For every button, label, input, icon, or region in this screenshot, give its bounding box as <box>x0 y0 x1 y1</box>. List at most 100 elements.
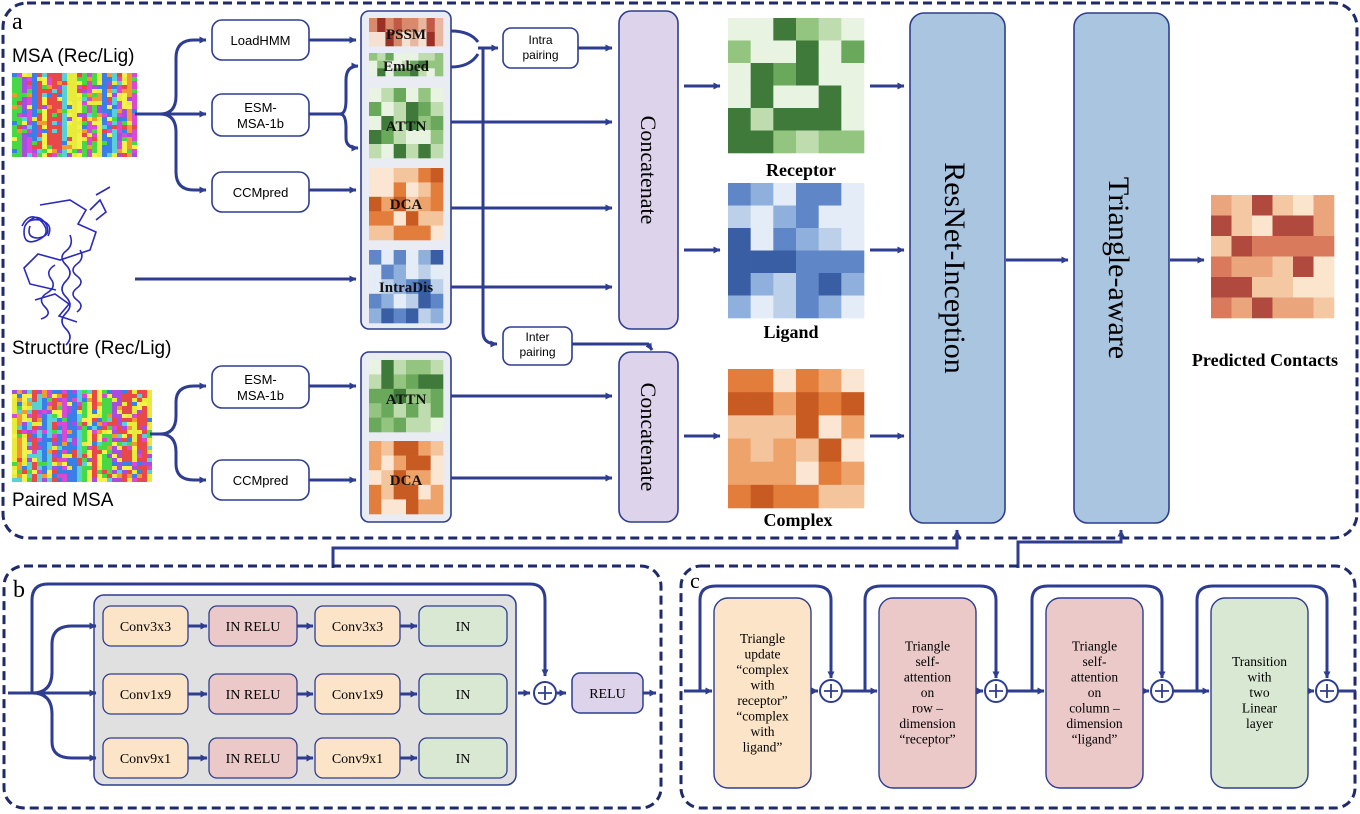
heatmap-cell <box>406 293 419 309</box>
msa-cell <box>77 434 82 438</box>
msa-cell <box>42 442 47 446</box>
msa-cell <box>117 422 122 426</box>
msa-cell <box>87 434 92 438</box>
msa-cell <box>17 406 22 410</box>
msa-cell <box>132 414 137 418</box>
heatmap-cell <box>393 130 407 145</box>
ligand-map <box>728 183 865 319</box>
heatmap-cell <box>1252 277 1273 298</box>
heatmap-cell <box>430 182 444 198</box>
msa-cell <box>62 125 67 129</box>
msa-cell <box>82 121 87 125</box>
msa-cell <box>72 109 77 113</box>
concatenate-bottom: Concatenate <box>618 351 679 523</box>
msa-cell <box>122 81 127 85</box>
msa-cell <box>132 93 137 97</box>
msa-cell <box>62 117 67 121</box>
msa-cell <box>32 398 37 402</box>
msa-cell <box>57 458 62 462</box>
msa-cell <box>27 450 32 454</box>
msa-cell <box>42 462 47 466</box>
msa-cell <box>77 478 82 482</box>
msa-cell <box>67 73 72 77</box>
msa-cell <box>17 434 22 438</box>
heatmap-cell <box>728 18 751 41</box>
msa-cell <box>62 141 67 145</box>
msa-cell <box>107 434 112 438</box>
msa-cell <box>47 145 52 149</box>
msa-cell <box>17 77 22 81</box>
msa-cell <box>127 85 132 89</box>
heatmap-cell <box>381 211 394 226</box>
msa-cell <box>127 398 132 402</box>
msa-cell <box>87 153 92 157</box>
heatmap-cell <box>841 85 865 109</box>
msa-cell <box>132 418 137 422</box>
msa-cell <box>122 426 127 430</box>
msa-cell <box>32 89 37 93</box>
msa-cell <box>122 462 127 466</box>
msa-cell <box>12 93 17 97</box>
heatmap-cell <box>406 250 419 265</box>
msa-cell <box>67 125 72 129</box>
msa-cell <box>92 149 97 153</box>
msa-cell <box>27 446 32 450</box>
msa-cell <box>67 478 72 482</box>
msa-cell <box>47 85 52 89</box>
msa-cell <box>57 454 62 458</box>
msa-cell <box>82 398 87 402</box>
heatmap-cell <box>381 116 394 131</box>
embed-label: Embed <box>383 59 430 75</box>
msa-cell <box>92 133 97 137</box>
heatmap-cell <box>430 250 444 265</box>
msa-cell <box>22 105 27 109</box>
msa-cell <box>52 145 57 149</box>
msa-cell <box>107 113 112 117</box>
msa-cell <box>82 430 87 434</box>
layer-label: Conv1x9 <box>120 688 171 703</box>
msa-cell <box>67 466 72 470</box>
msa-cell <box>127 93 132 97</box>
msa-cell <box>82 125 87 129</box>
msa-cell <box>117 450 122 454</box>
msa-cell <box>42 434 47 438</box>
msa-cell <box>92 129 97 133</box>
heatmap-cell <box>369 130 382 145</box>
layer-box-in-relu: IN RELU <box>208 605 298 647</box>
heatmap-cell <box>728 130 751 154</box>
msa-cell <box>37 470 42 474</box>
concat-to-map-arrows <box>684 82 1205 440</box>
msa-cell <box>147 446 152 450</box>
msa-cell <box>12 406 17 410</box>
msa-cell <box>147 398 152 402</box>
msa-cell <box>52 93 57 97</box>
msa-cell <box>82 442 87 446</box>
msa-cell <box>132 390 137 394</box>
msa-cell <box>57 430 62 434</box>
heatmap-cell <box>1272 256 1294 278</box>
msa-cell <box>62 474 67 478</box>
msa-cell <box>107 109 112 113</box>
msa-cell <box>47 129 52 133</box>
msa-cell <box>47 141 52 145</box>
msa-cell <box>37 89 42 93</box>
ligand-label: Ligand <box>763 322 818 342</box>
msa-cell <box>107 149 112 153</box>
heatmap-cell <box>430 130 444 145</box>
msa-cell <box>102 390 107 394</box>
heatmap-cell <box>841 461 865 486</box>
msa-cell <box>137 390 142 394</box>
msa-cell <box>107 77 112 81</box>
msa-cell <box>52 394 57 398</box>
msa-cell <box>47 474 52 478</box>
heatmap-cell <box>418 88 431 103</box>
msa-cell <box>37 450 42 454</box>
msa-cell <box>62 101 67 105</box>
layer-label: IN RELU <box>226 752 281 767</box>
msa-cell <box>142 426 147 430</box>
msa-cell <box>77 97 82 101</box>
heatmap-cell <box>381 102 394 117</box>
msa-cell <box>82 97 87 101</box>
